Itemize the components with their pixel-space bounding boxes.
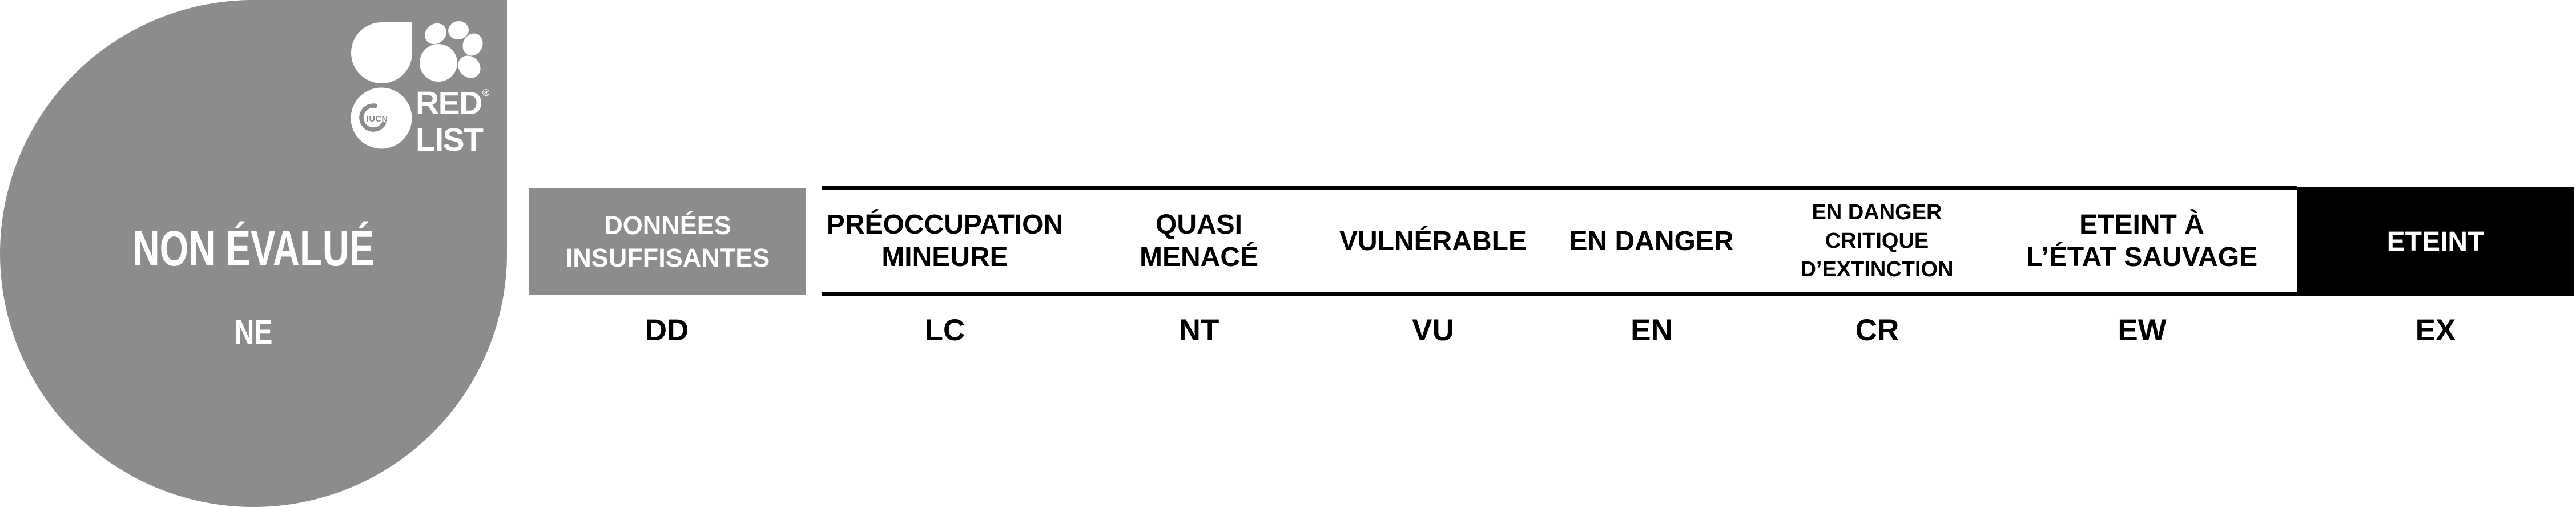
- iucn-wordmark: IUCN: [367, 115, 388, 124]
- category-box-en: EN DANGER: [1569, 226, 1734, 256]
- category-code-ex: EX: [2415, 313, 2456, 347]
- category-code-ew: EW: [2118, 313, 2167, 347]
- category-box-vu: VULNÉRABLE: [1339, 226, 1527, 256]
- redlist-wordmark: RED® LIST: [416, 87, 490, 158]
- category-code-lc: LC: [924, 313, 965, 347]
- iucn-roundel-icon: IUCN: [351, 87, 412, 149]
- ne-code: NE: [234, 313, 273, 351]
- category-box-lc: PRÉOCCUPATION MINEURE: [826, 210, 1064, 272]
- category-code-dd: DD: [645, 313, 689, 347]
- redlist-droplet-icon: [351, 22, 412, 83]
- category-box-cr: EN DANGER CRITIQUE D’EXTINCTION: [1800, 200, 1954, 281]
- registered-mark: ®: [482, 87, 490, 98]
- category-box-ew: ETEINT À L’ÉTAT SAUVAGE: [2026, 210, 2258, 272]
- redlist-word-red: RED: [416, 85, 482, 122]
- ne-category-badge: IUCN RED® LIST NON ÉVALUÉ NE: [0, 0, 507, 507]
- category-code-vu: VU: [1412, 313, 1454, 347]
- redlist-word-list: LIST: [416, 122, 484, 158]
- category-code-en: EN: [1631, 313, 1673, 347]
- category-box-nt: QUASI MENACÉ: [1139, 210, 1258, 272]
- category-code-cr: CR: [1855, 313, 1899, 347]
- category-code-nt: NT: [1178, 313, 1219, 347]
- category-box-dd: DONNÉES INSUFFISANTES: [529, 188, 806, 295]
- category-box-ex: ETEINT: [2297, 187, 2574, 296]
- category-strip: [822, 186, 2297, 296]
- paw-print-icon: [420, 21, 483, 82]
- ne-title: NON ÉVALUÉ: [132, 221, 375, 276]
